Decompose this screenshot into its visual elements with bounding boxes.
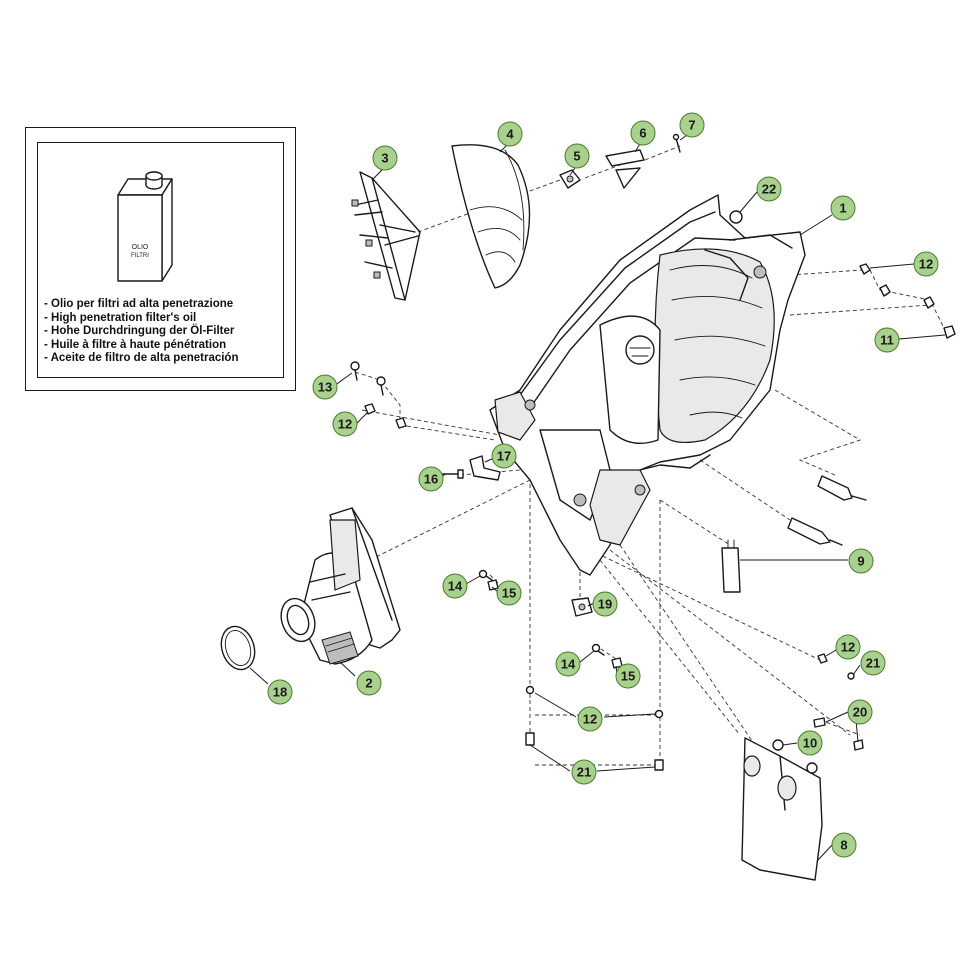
callout-7: 7 xyxy=(679,112,705,138)
part-6-bracket-clip xyxy=(605,149,645,189)
part-18-o-ring xyxy=(220,625,256,671)
part-14-screw-upper xyxy=(478,569,493,581)
callout-17-label: 17 xyxy=(497,449,511,464)
leader-lines xyxy=(249,132,946,861)
callout-3: 3 xyxy=(372,145,398,171)
part-12-nuts-lower xyxy=(525,685,664,719)
callout-16: 16 xyxy=(418,466,444,492)
callout-5-label: 5 xyxy=(573,149,580,164)
callout-12-mid-right: 12 xyxy=(835,634,861,660)
callout-6-label: 6 xyxy=(639,126,646,141)
callout-4: 4 xyxy=(497,121,523,147)
callout-21-lower-label: 21 xyxy=(577,765,591,780)
callout-12-mid-right-label: 12 xyxy=(841,640,855,655)
oil-info-box: OLIO FILTRI - Olio per filtri ad alta pe… xyxy=(25,127,296,391)
callout-21-lower: 21 xyxy=(571,759,597,785)
callout-13-label: 13 xyxy=(318,380,332,395)
callout-14-upper: 14 xyxy=(442,573,468,599)
callout-15-upper: 15 xyxy=(496,580,522,606)
oil-description-list: - Olio per filtri ad alta penetrazione -… xyxy=(44,298,238,366)
part-16-screw xyxy=(439,469,464,479)
callout-6: 6 xyxy=(630,120,656,146)
callout-9: 9 xyxy=(848,548,874,574)
part-11-screw-right xyxy=(943,325,956,339)
callout-10: 10 xyxy=(797,730,823,756)
callout-18: 18 xyxy=(267,679,293,705)
callout-19: 19 xyxy=(592,591,618,617)
part-12-nuts-left xyxy=(364,403,407,429)
callout-15-upper-label: 15 xyxy=(502,586,516,601)
callout-7-label: 7 xyxy=(688,118,695,133)
callout-9-label: 9 xyxy=(857,554,864,569)
oil-can-label-line2: FILTRI xyxy=(131,253,149,259)
part-17-bracket xyxy=(469,455,501,481)
callout-11-label: 11 xyxy=(880,333,894,348)
part-8-lower-panel xyxy=(741,737,823,881)
callout-22-label: 22 xyxy=(762,182,776,197)
part-12-nuts-right xyxy=(859,263,935,309)
callout-8-label: 8 xyxy=(840,838,847,853)
oil-description-it: - Olio per filtri ad alta penetrazione xyxy=(44,298,234,310)
callout-5: 5 xyxy=(564,143,590,169)
part-20-screws xyxy=(813,717,864,751)
oil-description-en: - High penetration filter's oil xyxy=(44,311,197,324)
callout-14-upper-label: 14 xyxy=(448,579,463,594)
callout-17: 17 xyxy=(491,443,517,469)
callout-11: 11 xyxy=(874,327,900,353)
oil-can-label-line1: OLIO xyxy=(132,244,149,251)
callout-12-lower: 12 xyxy=(577,706,603,732)
callout-12-right: 12 xyxy=(913,251,939,277)
oil-info-inner-frame: OLIO FILTRI - Olio per filtri ad alta pe… xyxy=(37,142,284,378)
callout-12-right-label: 12 xyxy=(919,257,933,272)
callout-12-lower-label: 12 xyxy=(583,712,597,727)
callout-1: 1 xyxy=(830,195,856,221)
callout-21-mid-right: 21 xyxy=(860,650,886,676)
part-15-nut-upper xyxy=(487,579,499,591)
callout-3-label: 3 xyxy=(381,151,388,166)
part-3-bracket xyxy=(351,171,421,301)
callout-12-left: 12 xyxy=(332,411,358,437)
callout-12-left-label: 12 xyxy=(338,417,352,432)
callout-16-label: 16 xyxy=(424,472,438,487)
callout-21-mid-right-label: 21 xyxy=(866,656,880,671)
callout-19-label: 19 xyxy=(598,597,612,612)
callout-8: 8 xyxy=(831,832,857,858)
part-1-main-shell xyxy=(489,194,806,576)
callout-18-label: 18 xyxy=(273,685,287,700)
callout-15-lower-label: 15 xyxy=(621,669,635,684)
part-21-screw-mid-right xyxy=(847,672,855,680)
oil-description-de: - Hohe Durchdringung der Öl-Filter xyxy=(44,325,235,337)
part-4-lens-cover xyxy=(451,144,531,289)
part-9-indicators xyxy=(721,475,867,593)
callout-14-lower: 14 xyxy=(555,651,581,677)
callout-13: 13 xyxy=(312,374,338,400)
part-21-screws-lower xyxy=(525,732,664,771)
part-13-screws-left xyxy=(350,361,386,396)
callout-22: 22 xyxy=(756,176,782,202)
callout-1-label: 1 xyxy=(839,201,846,216)
oil-can-icon: OLIO FILTRI xyxy=(117,171,173,282)
oil-description-es: - Aceite de filtro de alta penetración xyxy=(44,352,239,364)
part-22-grommet xyxy=(729,210,743,224)
part-7-screw xyxy=(672,133,681,153)
part-14-screw-lower xyxy=(591,643,605,656)
callout-4-label: 4 xyxy=(506,127,514,142)
callout-14-lower-label: 14 xyxy=(561,657,576,672)
part-12-nut-mid-right xyxy=(817,653,828,664)
callout-10-label: 10 xyxy=(803,736,817,751)
oil-description-fr: - Huile à filtre à haute pénétration xyxy=(44,338,227,351)
callout-2: 2 xyxy=(356,670,382,696)
callout-20-label: 20 xyxy=(853,705,867,720)
callout-20: 20 xyxy=(847,699,873,725)
callout-2-label: 2 xyxy=(365,676,372,691)
part-19-rubber-mount xyxy=(571,597,593,617)
part-5-clip xyxy=(559,169,581,189)
callout-15-lower: 15 xyxy=(615,663,641,689)
part-2-intake-assembly xyxy=(280,507,401,665)
